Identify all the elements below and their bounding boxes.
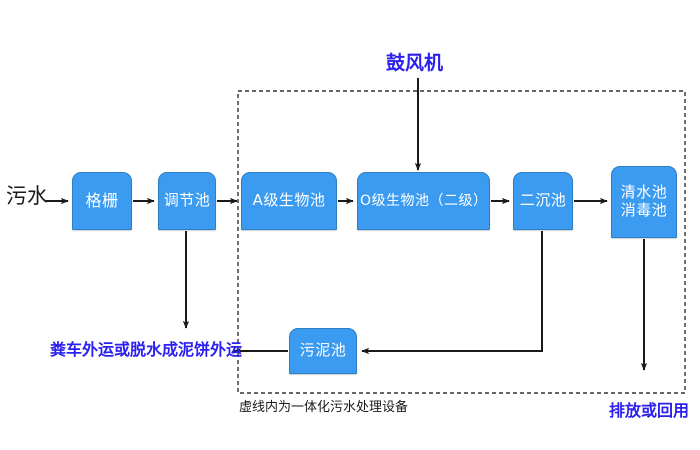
- node-a-level-bio-tank[interactable]: A级生物池: [241, 172, 337, 230]
- node-grid[interactable]: 格栅: [72, 172, 132, 230]
- label-boundary-note-text: 虚线内为一体化污水处理设备: [239, 400, 409, 415]
- label-discharge-reuse: 排放或回用: [609, 402, 689, 420]
- node-sludge-tank[interactable]: 污泥池: [289, 328, 357, 374]
- node-secondary-settling-tank-label: 二沉池: [519, 191, 567, 210]
- label-influent-text: 污水: [6, 184, 48, 208]
- label-sludge-disposal-text: 粪车外运或脱水成泥饼外运: [50, 340, 243, 359]
- node-a-level-bio-tank-label: A级生物池: [252, 191, 326, 210]
- node-regulating-tank[interactable]: 调节池: [158, 172, 216, 230]
- label-blower-text: 鼓风机: [386, 52, 444, 74]
- node-clear-water-disinfection-tank[interactable]: 清水池 消毒池: [611, 166, 677, 238]
- node-grid-label: 格栅: [85, 190, 119, 210]
- label-blower: 鼓风机: [386, 53, 443, 74]
- connector-sec-settle-to-sludge: [361, 231, 543, 355]
- label-sludge-disposal: 粪车外运或脱水成泥饼外运: [50, 341, 242, 359]
- node-secondary-settling-tank[interactable]: 二沉池: [513, 172, 573, 230]
- node-sludge-tank-label: 污泥池: [299, 341, 347, 360]
- label-influent: 污水: [6, 184, 48, 208]
- label-boundary-note: 虚线内为一体化污水处理设备: [239, 400, 409, 415]
- node-regulating-tank-label: 调节池: [163, 191, 211, 210]
- node-o-level-bio-tank[interactable]: O级生物池（二级）: [357, 172, 490, 230]
- label-discharge-reuse-text: 排放或回用: [609, 401, 690, 420]
- node-o-level-bio-tank-label: O级生物池（二级）: [360, 192, 488, 209]
- node-clear-water-disinfection-tank-label: 清水池 消毒池: [620, 183, 668, 219]
